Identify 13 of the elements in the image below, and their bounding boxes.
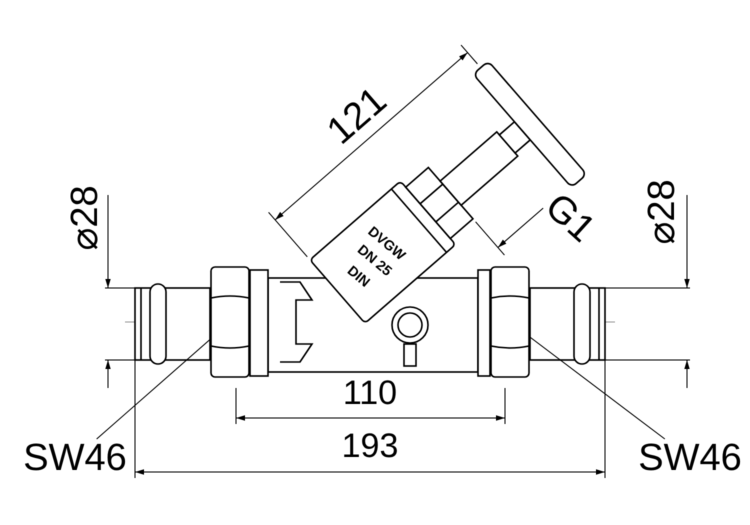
dimension-label: ⌀28: [643, 179, 681, 245]
callout-label: SW46: [23, 439, 127, 477]
leader-line: [530, 336, 666, 440]
marking-text: DIN: [345, 262, 373, 290]
thread-label: G1: [538, 186, 602, 250]
dimension-label: 193: [342, 429, 398, 463]
dimension-label: ⌀28: [66, 185, 104, 251]
callout-label: SW46: [638, 439, 742, 477]
hex-nut: [210, 266, 250, 378]
dimension-label: 121: [320, 80, 394, 152]
dimension-label: 110: [342, 376, 398, 410]
leader-line: [96, 339, 210, 440]
hex-nut: [490, 266, 530, 378]
